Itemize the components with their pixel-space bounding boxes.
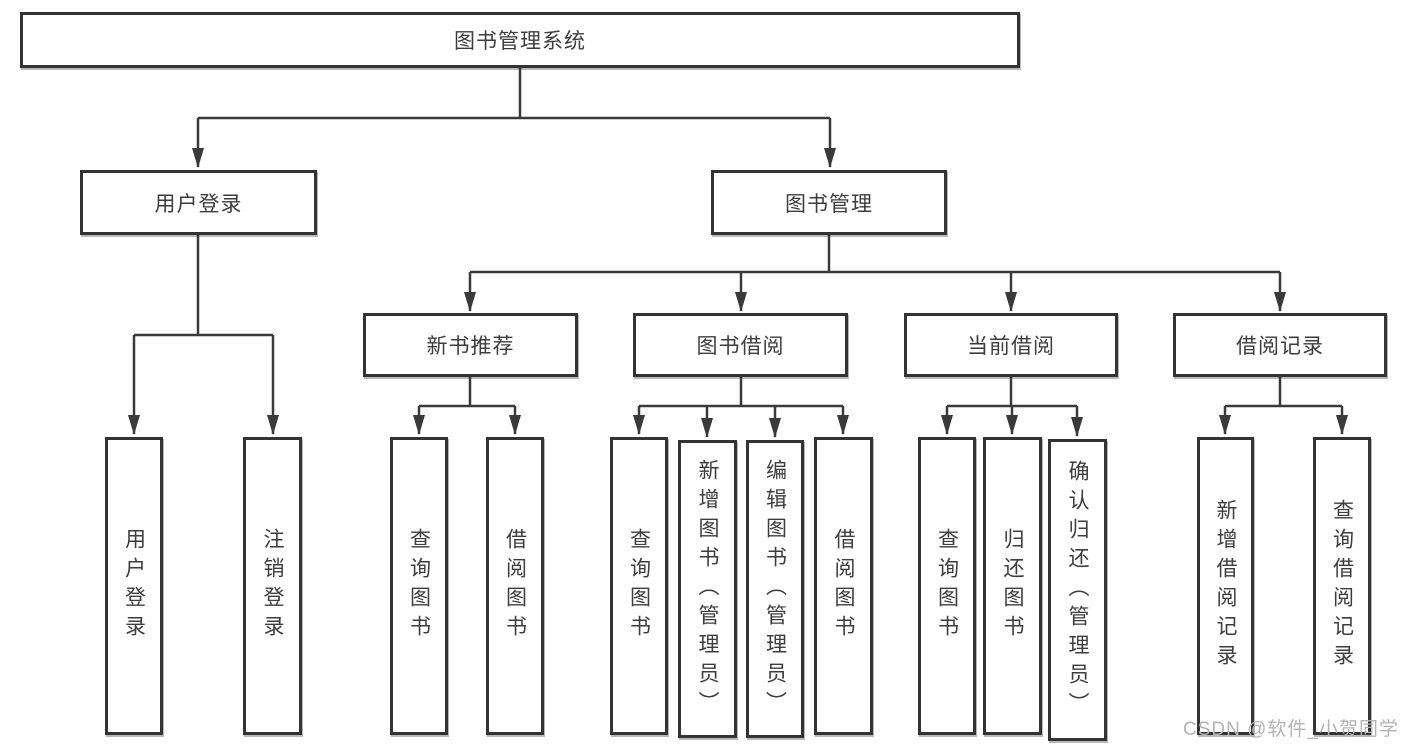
- node-current-borrowing: 当前借阅: [904, 313, 1118, 377]
- node-library-management-system: 图书管理系统: [20, 12, 1020, 68]
- csdn-watermark: CSDN @软件_小贺同学: [1183, 719, 1399, 740]
- leaf-borrow-books: 借阅图书: [814, 437, 873, 735]
- leaf-label: 注销登录: [261, 528, 284, 644]
- leaf-label: 查询借阅记录: [1330, 499, 1354, 673]
- node-book-management: 图书管理: [711, 170, 947, 235]
- leaf-confirm-return-admin: 确认归还（管理员）: [1048, 439, 1107, 741]
- leaf-label: 查询图书: [935, 528, 959, 644]
- leaf-query-books: 查询图书: [610, 437, 668, 735]
- leaf-label: 新增图书（管理员）: [696, 458, 719, 720]
- leaf-edit-books-admin: 编辑图书（管理员）: [746, 440, 804, 738]
- leaf-label: 借阅图书: [832, 528, 855, 644]
- node-borrowing-records: 借阅记录: [1173, 313, 1387, 377]
- leaf-label: 确认归还（管理员）: [1066, 459, 1089, 721]
- leaf-user-login: 用户登录: [105, 437, 163, 735]
- leaf-label: 归还图书: [1001, 528, 1024, 644]
- leaf-return-books: 归还图书: [983, 437, 1042, 735]
- leaf-query-borrow-record: 查询借阅记录: [1313, 437, 1371, 735]
- node-user-login: 用户登录: [80, 170, 317, 235]
- leaf-label: 用户登录: [122, 528, 146, 644]
- node-book-borrowing: 图书借阅: [633, 313, 848, 377]
- leaf-label: 借阅图书: [503, 528, 527, 644]
- leaf-add-borrow-record: 新增借阅记录: [1197, 437, 1254, 735]
- leaf-label: 新增借阅记录: [1214, 499, 1237, 673]
- node-new-book-recommendation: 新书推荐: [363, 313, 578, 377]
- leaf-label: 查询图书: [627, 528, 651, 644]
- leaf-borrow-books: 借阅图书: [486, 437, 544, 735]
- leaf-query-books: 查询图书: [390, 437, 448, 735]
- leaf-query-books: 查询图书: [918, 437, 976, 735]
- leaf-label: 查询图书: [407, 528, 431, 644]
- leaf-label: 编辑图书（管理员）: [763, 458, 787, 720]
- leaf-add-books-admin: 新增图书（管理员）: [678, 440, 737, 738]
- leaf-logout: 注销登录: [243, 437, 302, 735]
